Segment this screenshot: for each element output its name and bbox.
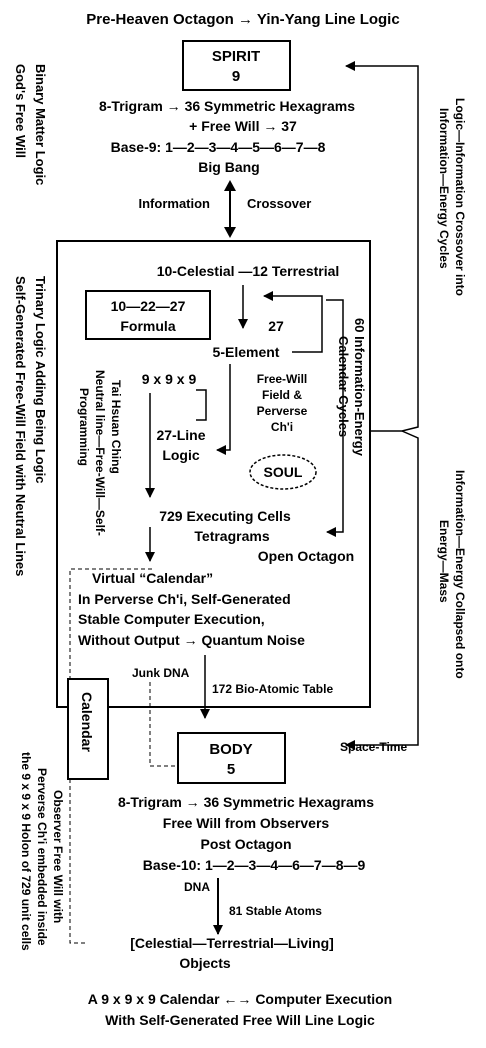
- nine-line-bracket: [196, 389, 207, 421]
- upper-line-2: + Free Will → 37: [189, 118, 297, 134]
- virtual-calendar-line-4: Without Output → Quantum Noise: [78, 632, 305, 648]
- dna-label: DNA: [184, 880, 210, 894]
- virtual-calendar-line-2: In Perverse Ch'i, Self-Generated: [78, 591, 291, 607]
- lower-line-4: Base-10: 1—2—3—4—6—7—8—9: [143, 857, 366, 873]
- collapsed-onto-label: Information—Energy Collapsed onto: [453, 470, 467, 679]
- lower-line-1: 8-Trigram → 36 Symmetric Hexagrams: [118, 794, 374, 810]
- formula-box: [85, 290, 211, 340]
- soul-ellipse: [249, 454, 317, 490]
- info-energy-cycles-label: 60 Information-Energy: [352, 318, 367, 457]
- element-to-logic-arrow: [216, 364, 231, 455]
- footer-line-1: A 9 x 9 x 9 Calendar ←→ Computer Executi…: [88, 991, 392, 1007]
- formula-numbers: 10—22—27: [111, 298, 186, 314]
- calendar-box: [67, 678, 109, 780]
- self-generated-field-label: Self-Generated Free-Will Field with Neut…: [13, 276, 28, 576]
- body-number: 5: [227, 761, 235, 778]
- objects-line-2: Objects: [179, 955, 231, 971]
- spirit-number: 9: [232, 68, 240, 85]
- free-will-line-4: Ch'i: [271, 420, 293, 434]
- space-time-label: Space-Time: [340, 740, 407, 754]
- footer-line-2: With Self-Generated Free Will Line Logic: [105, 1012, 375, 1028]
- feedback-arrow-to-spirit: [345, 61, 419, 432]
- observer-line-2: Perverse Ch'i embedded inside: [35, 768, 49, 946]
- objects-line-1: [Celestial—Terrestrial—Living]: [130, 935, 334, 951]
- bio-atomic-label: 172 Bio-Atomic Table: [212, 682, 333, 696]
- virtual-calendar-dashed-line: [69, 568, 152, 680]
- energy-cycles-label: Information—Energy Cycles: [437, 108, 451, 269]
- crossover-left-label: Information: [139, 196, 211, 211]
- five-element-label: 5-Element: [213, 344, 280, 360]
- crossover-arrow-down: [224, 227, 236, 238]
- energy-mass-label: Energy—Mass: [437, 520, 451, 603]
- observer-line-1: Observer Free Will with: [51, 790, 65, 923]
- crossover-right-label: Crossover: [247, 196, 311, 211]
- upper-line-1: 8-Trigram → 36 Symmetric Hexagrams: [99, 98, 355, 114]
- logic-crossover-label: Logic—Information Crossover into: [453, 98, 467, 296]
- soul-label: SOUL: [264, 464, 303, 480]
- junk-dna-label: Junk DNA: [132, 666, 190, 680]
- neutral-line-label: Neutral line—Free-Will—Self-: [93, 370, 107, 536]
- programming-label: Programming: [77, 388, 91, 466]
- lower-line-3: Post Octagon: [200, 836, 291, 852]
- upper-line-3: Base-9: 1—2—3—4—5—6—7—8: [111, 139, 326, 155]
- gods-free-will-label: God's Free Will: [13, 64, 28, 158]
- formula-label: Formula: [120, 318, 175, 334]
- free-will-line-3: Perverse: [257, 404, 308, 418]
- crossover-arrow-up: [224, 180, 236, 191]
- calendar-cycles-label: Calendar Cycles: [336, 336, 351, 437]
- binary-logic-label: Binary Matter Logic: [33, 64, 48, 185]
- upper-line-4: Big Bang: [198, 159, 259, 175]
- trinary-logic-label: Trinary Logic Adding Being Logic: [33, 276, 48, 484]
- calendar-box-label: Calendar: [79, 692, 95, 752]
- line-27-label: 27-Line: [156, 427, 205, 443]
- feedback-arrow-to-body: [345, 430, 419, 750]
- free-will-line-2: Field &: [262, 388, 302, 402]
- nine-cubed-label: 9 x 9 x 9: [142, 371, 197, 387]
- tai-hsuan-ching-label: Tai Hsuan Ching: [109, 380, 123, 474]
- observer-line-3: the 9 x 9 x 9 Holon of 729 unit cells: [19, 752, 33, 951]
- lower-line-2: Free Will from Observers: [163, 815, 330, 831]
- five-element-loop-arrow: [263, 291, 323, 353]
- celestial-terrestrial-label: 10-Celestial —12 Terrestrial: [157, 263, 340, 279]
- cycles-bracket-arrow: [326, 299, 344, 537]
- free-will-line-1: Free-Will: [257, 372, 308, 386]
- spirit-label: SPIRIT: [212, 48, 260, 65]
- tetragrams-label: Tetragrams: [194, 528, 269, 544]
- open-octagon-label: Open Octagon: [258, 548, 354, 564]
- virtual-calendar-title: Virtual “Calendar”: [92, 570, 213, 586]
- diagram-title: Pre-Heaven Octagon → Yin-Yang Line Logic: [86, 11, 399, 28]
- calendar-dashed-line: [69, 779, 86, 944]
- inner-system-box: [56, 240, 371, 708]
- spirit-box: [182, 40, 291, 91]
- body-label: BODY: [209, 741, 252, 758]
- virtual-calendar-line-3: Stable Computer Execution,: [78, 611, 265, 627]
- executing-cells-label: 729 Executing Cells: [159, 508, 291, 524]
- junk-dna-dashed-line: [149, 682, 178, 767]
- logic-label: Logic: [162, 447, 200, 463]
- number-27-label: 27: [268, 318, 284, 334]
- body-box: [177, 732, 286, 784]
- stable-atoms-label: 81 Stable Atoms: [229, 904, 322, 918]
